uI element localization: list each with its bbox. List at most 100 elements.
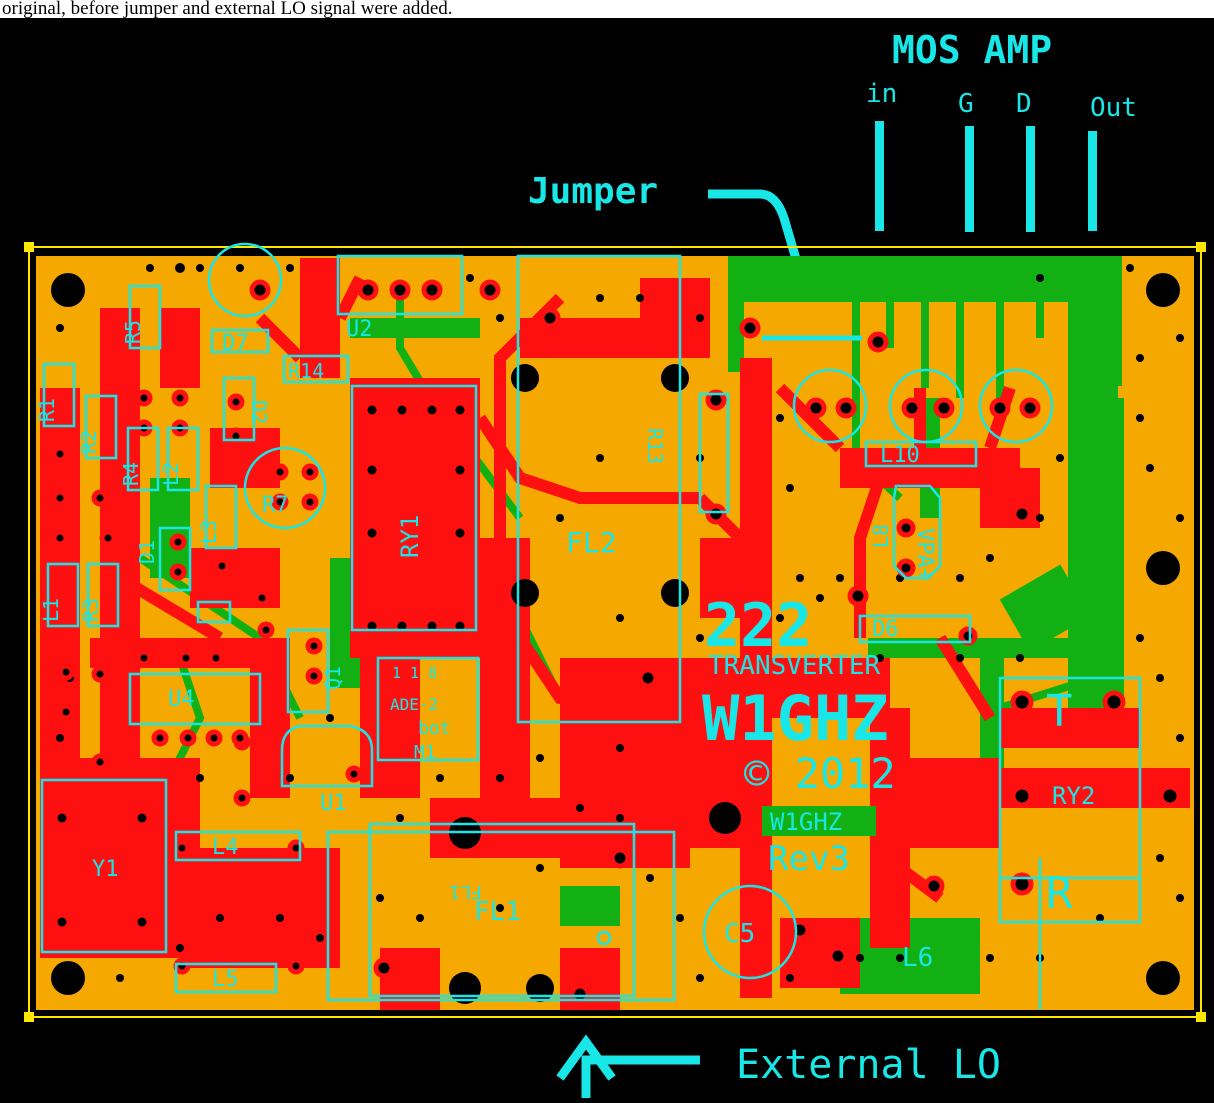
label-ry1: RY1 [396,515,424,558]
label-r4: R4 [119,462,143,486]
pin-g-label: G [958,89,974,119]
label-l5: L5 [212,967,239,992]
external-lo-annotation: External LO [556,1034,1001,1098]
label-l3: L3 [197,520,221,544]
pin-out-label: Out [1090,93,1137,123]
fl2-outline [516,254,682,724]
resistor-outline [196,600,232,624]
r3-outline [86,562,120,628]
r1-outline [42,362,76,428]
pin-d-label: D [1016,89,1032,119]
l2-outline [166,426,200,492]
u1-outline [280,724,374,788]
label-r2: R2 [77,430,101,454]
m1-outline [376,656,480,762]
d7-outline [210,328,270,354]
label-l6: L6 [902,943,933,973]
freq-label: 222 [704,591,812,661]
label-l8: L8 [869,524,893,548]
u2-outline [336,254,464,316]
c5-outline [702,884,798,980]
badge-background [762,806,876,836]
fl1-inner-outline [368,822,636,998]
d2-outline [222,376,256,442]
label-l2: L2 [159,462,183,486]
outline-corner [24,242,34,252]
copyright-label: © 2012 [744,749,896,798]
board-outline [28,246,1202,1018]
label-d6: D6 [872,617,899,642]
d1-outline [158,526,192,592]
ry2-outline [998,676,1142,924]
capacitor-outline [792,368,868,444]
label-m1-part: ADE-2 [390,695,438,714]
label-r5: R5 [121,320,145,344]
label-u1: U1 [320,791,347,816]
label-r14: R14 [288,359,324,383]
label-l4: L4 [212,835,239,860]
external-lo-arrow-head [556,1034,616,1081]
mos-amp-annotation: MOS AMP in G D Out [866,28,1137,232]
label-fl1: FL1 [474,897,521,927]
fl1-outline [326,830,676,1002]
r-label: R [1046,868,1073,919]
outline-corner [24,1012,34,1022]
silkscreen-outlines [40,242,1142,1010]
label-ry2: RY2 [1052,782,1095,810]
r7-outline [243,446,327,530]
label-d7: D7 [222,331,249,356]
pin-in-label: in [866,79,897,109]
label-fl2: FL2 [566,526,617,559]
label-l10: L10 [880,443,920,468]
outline-corner [1196,1012,1206,1022]
lead-d [1026,126,1035,232]
l10-outline [864,440,978,468]
l8-outline [892,484,942,580]
pcb-layout-view: MOS AMP in G D Out Jumper [0,18,1214,1103]
lead-g [965,126,974,232]
outline-corner [1196,242,1206,252]
label-q1: Q1 [321,666,345,690]
label-m1-pins: 1 1 8 [392,664,437,682]
top-copper-layer [40,258,1190,1010]
label-fl1-mirrored: FL1 [449,881,482,902]
vias [56,263,1184,982]
lead-in [875,121,884,231]
badge-label: W1GHZ [770,808,842,836]
jumper-annotation: Jumper [528,171,831,317]
label-r7: R7 [262,493,289,518]
label-m1-side: bot [418,718,451,739]
l5-outline [174,962,278,994]
jumper-arrow-shaft [708,189,813,302]
r2-outline [84,394,118,460]
external-lo-label: External LO [736,1042,1001,1088]
pcb-drawing: MOS AMP in G D Out Jumper [24,28,1206,1098]
label-m1: M1 [414,742,436,763]
l3-outline [204,484,238,550]
label-l1: L1 [39,598,63,622]
r14-outline [282,354,350,384]
rev-label: Rev3 [768,839,850,879]
external-lo-arrow-shaft [581,1055,700,1098]
capacitor-outline [978,368,1054,444]
mos-amp-label: MOS AMP [892,28,1052,72]
label-u4: U4 [168,687,195,712]
label-r3: R3 [79,598,103,622]
lead-out [1088,131,1097,231]
r13-outline [698,392,730,514]
l4-outline [174,830,302,862]
callsign-label: W1GHZ [702,682,889,755]
label-d2: D2 [247,400,271,424]
label-c5: C5 [724,919,755,949]
mounting-holes [51,273,1180,1004]
jumper-label: Jumper [528,171,658,212]
label-vpa: VPA+ [912,528,937,581]
label-r13: R13 [643,428,667,464]
t-label: T [1046,686,1073,737]
l1-outline [46,562,80,628]
q1-outline [286,628,330,714]
capacitor-outline [207,242,283,318]
y1-outline [40,778,168,954]
u4-outline [128,672,262,726]
figure-caption: original, before jumper and external LO … [0,0,1214,22]
